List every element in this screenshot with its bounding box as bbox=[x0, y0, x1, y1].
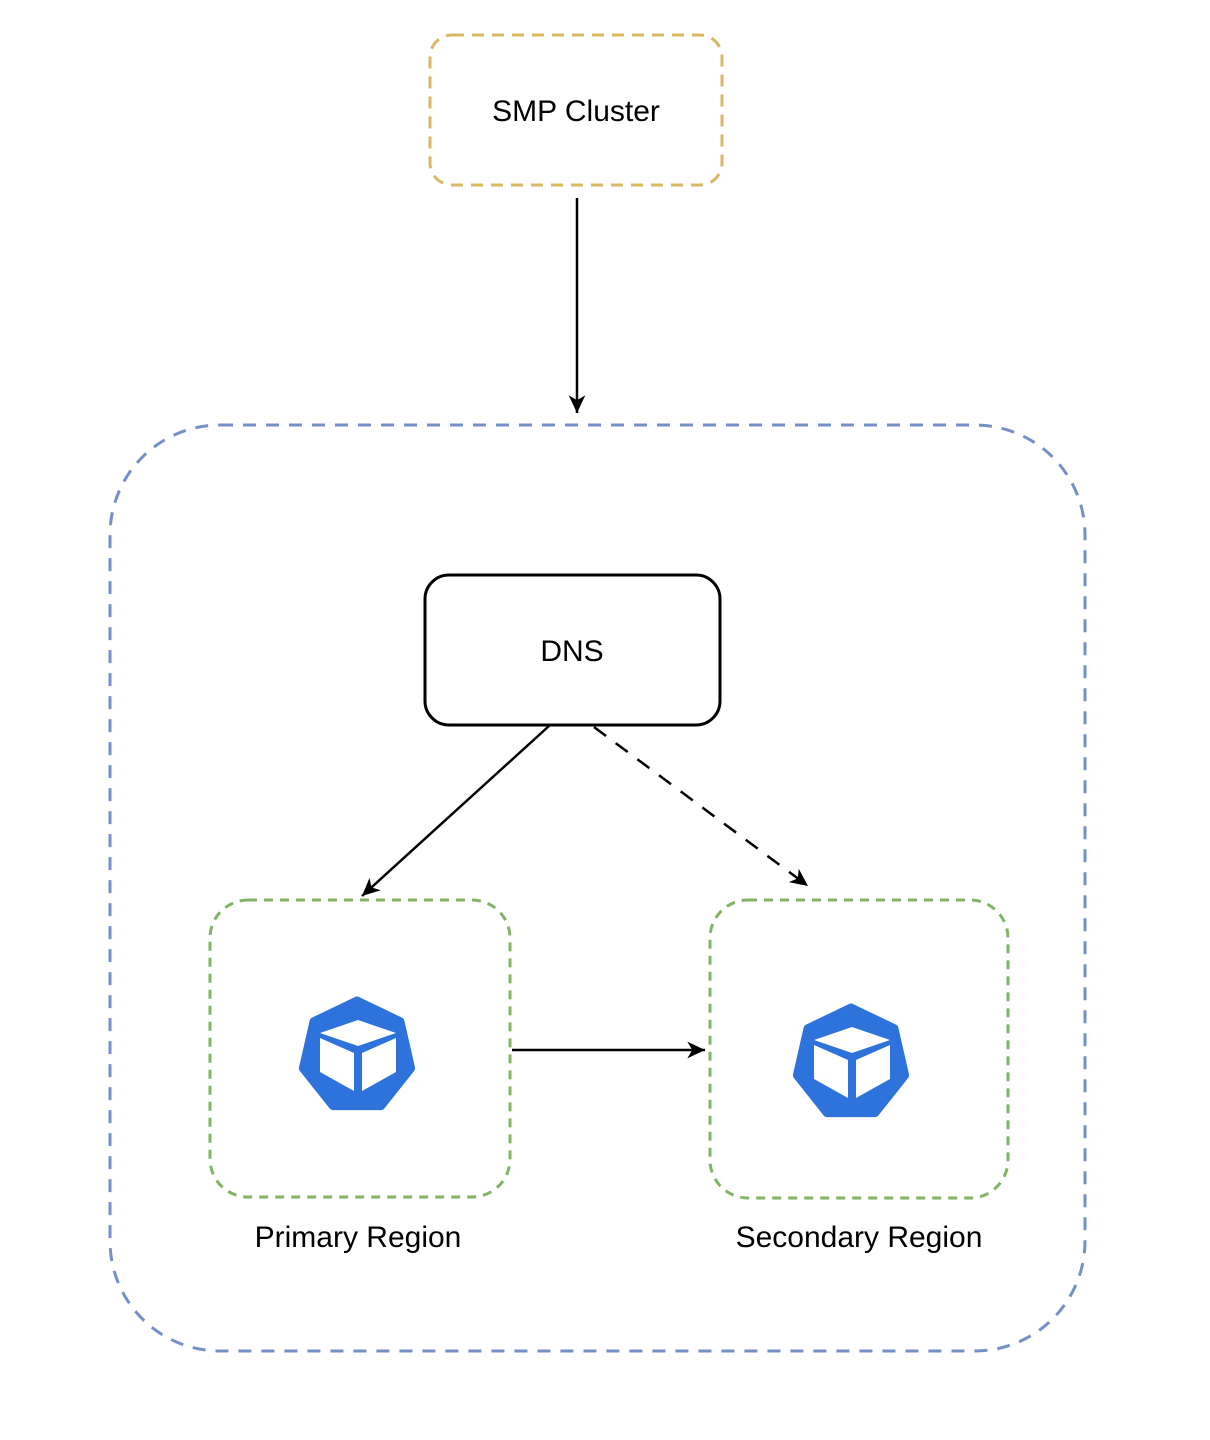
cube-heptagon-icon bbox=[792, 1003, 910, 1118]
arrow-dns-to-secondary-dashed bbox=[593, 725, 809, 888]
arrow-dns-to-primary bbox=[361, 725, 550, 897]
dns-boundary-container bbox=[108, 423, 1087, 1353]
primary-region-label: Primary Region bbox=[255, 1221, 462, 1254]
secondary-region-label: Secondary Region bbox=[736, 1221, 983, 1254]
dns-node bbox=[423, 573, 722, 727]
dns-label: DNS bbox=[540, 635, 603, 668]
cube-heptagon-icon bbox=[298, 996, 416, 1111]
smp-cluster-label: SMP Cluster bbox=[492, 95, 660, 128]
smp-cluster-node bbox=[428, 33, 724, 187]
